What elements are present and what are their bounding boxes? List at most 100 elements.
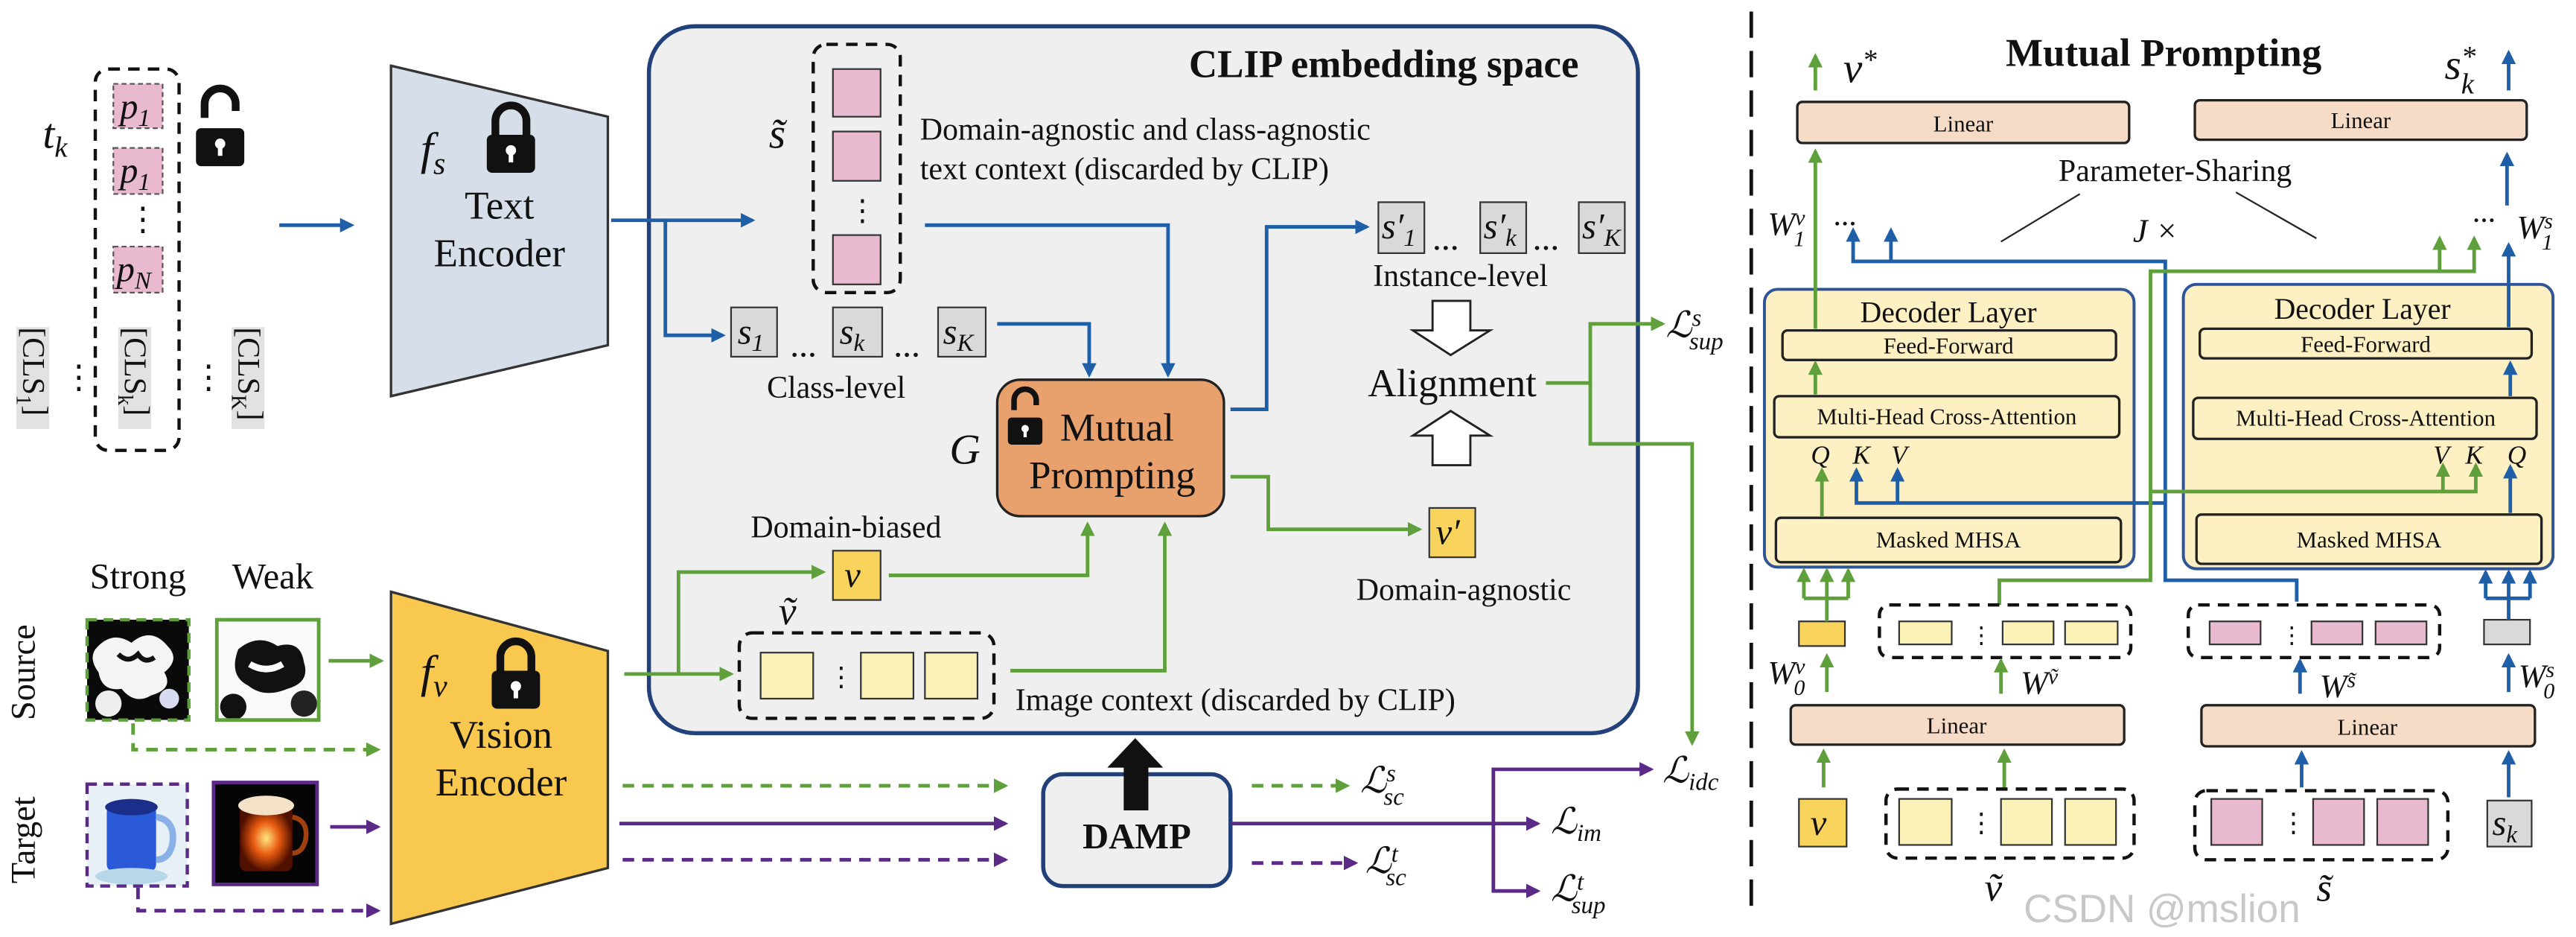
math-base: G [949, 426, 980, 473]
cls-1-token [16, 327, 50, 430]
unlock-icon [196, 89, 244, 166]
dots: ⋮ [2280, 622, 2304, 648]
s-context-token [2208, 620, 2262, 646]
math-sub: 1 [11, 395, 34, 405]
sharing-line [2235, 191, 2317, 239]
k-arrow-left [1849, 467, 2166, 505]
math-sub: 1 [138, 169, 150, 196]
image-context-token [860, 652, 914, 700]
math-sub: im [1577, 820, 1601, 847]
vision-encoder: fv Vision Encoder [389, 590, 610, 926]
class-token-label: s1 [738, 311, 764, 357]
prompt-token-p1 [112, 83, 164, 130]
v-prime-label: v′ [1436, 512, 1461, 553]
math-base: [CLS [231, 327, 265, 395]
s-context-token [2310, 620, 2364, 646]
vision-encoder-shape [389, 590, 610, 926]
cls-k-label: [CLSk] [113, 327, 155, 416]
masked-mhsa-label: Masked MHSA [1876, 527, 2021, 553]
target-strong-image [86, 784, 188, 886]
strong-label: Strong [90, 556, 186, 597]
math-sub: 1 [1794, 227, 1805, 252]
math-base: v′ [1436, 512, 1461, 553]
v-tilde-box [737, 631, 996, 720]
math-sub: sup [1689, 328, 1724, 355]
instance-token-label: s′K [1582, 206, 1622, 252]
v-tilde-input-token [2000, 798, 2053, 846]
class-to-mp-arrow [997, 322, 1097, 378]
context-token [832, 130, 881, 182]
math-sub: 1 [1403, 225, 1415, 252]
j-times-label: J × [2133, 212, 2178, 249]
math-sub: k [2461, 68, 2475, 100]
ellipsis: … [1432, 226, 1458, 255]
math-base: W [2021, 664, 2051, 701]
math-base: ℒ [1662, 751, 1689, 791]
text-encoder: fs Text Encoder [389, 64, 610, 398]
source-strong-image [86, 620, 189, 720]
math-sub: 1 [138, 105, 150, 132]
math-base: s̃ [2316, 866, 2333, 909]
source-label: Source [4, 624, 42, 720]
feed-forward-label: Feed-Forward [1884, 333, 2014, 359]
text-encoder-shape [389, 64, 610, 398]
math-sub: 0 [2543, 679, 2554, 704]
damp-label: DAMP [1083, 816, 1191, 857]
mutual-prompting-title: Mutual Prompting [2006, 31, 2321, 74]
v-token [832, 550, 881, 601]
linear-bottom-left [1789, 704, 2126, 746]
v-context-token [2064, 620, 2119, 646]
math-base: ṽ [779, 591, 797, 634]
math-base: s′ [1382, 206, 1405, 247]
context-token [832, 68, 881, 118]
sup-t-arrow [1491, 823, 1541, 898]
math-tail: ] [19, 405, 53, 416]
math-sup: * [1862, 44, 1877, 76]
v-embedding-token [1798, 620, 1846, 647]
v-tilde-input-token [1898, 798, 1953, 846]
s-tilde-label: s̃ [769, 111, 788, 158]
mutual-prompting-label-2: Prompting [1029, 454, 1196, 497]
math-sup: t [1577, 869, 1584, 896]
math-tail: ] [234, 410, 268, 421]
v-to-mp-arrow [888, 521, 1095, 577]
math-sup: * [2461, 40, 2476, 72]
ellipsis: … [1533, 226, 1559, 255]
instance-level-label: Instance-level [1373, 259, 1548, 293]
instance-token-label: s′1 [1382, 206, 1416, 252]
ellipsis: … [1834, 204, 1857, 230]
math-sup: v [1795, 655, 1805, 679]
context-token [832, 234, 881, 285]
weak-label: Weak [232, 556, 314, 597]
v-input-label: v [1811, 803, 1827, 843]
math-base: ℒ [1365, 841, 1392, 881]
s-tilde-input-label: s̃ [2316, 866, 2333, 909]
math-base: [CLS [118, 327, 152, 395]
target-weak-frame [211, 781, 319, 886]
loss-idc: ℒidc [1662, 751, 1719, 796]
math-base: s [2492, 803, 2506, 843]
math-sup: s [1692, 305, 1701, 332]
math-base: v [1843, 45, 1863, 92]
idc-arrow [1491, 762, 1654, 824]
math-sub: 1 [752, 330, 764, 357]
math-sub: 0 [1794, 676, 1805, 700]
math-sup: v [1795, 206, 1805, 230]
cls-k-token [118, 327, 152, 430]
math-base: v [1811, 803, 1827, 843]
math-sub: k [54, 131, 68, 163]
math-sub: sup [1572, 892, 1606, 919]
image-context-token [759, 652, 814, 700]
input-images: Strong Weak Source Target [4, 556, 384, 918]
math-sup: ṽ [2048, 664, 2059, 689]
mp-to-instance-arrow [1230, 219, 1370, 411]
source-strong-arrow [131, 723, 381, 757]
encoder-to-v-arrow [676, 565, 826, 674]
mutual-prompting-label-1: Mutual [1060, 406, 1174, 449]
